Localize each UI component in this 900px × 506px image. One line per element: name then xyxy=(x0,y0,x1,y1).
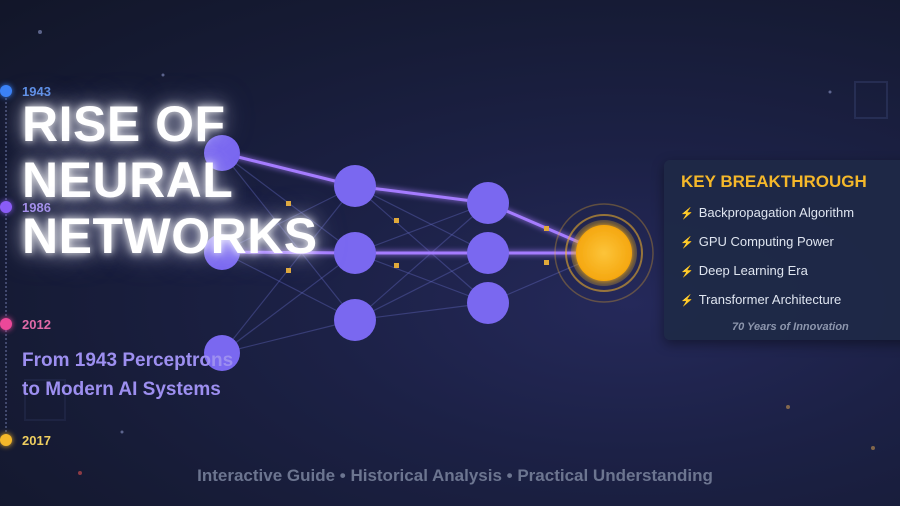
timeline-dot-1943[interactable] xyxy=(0,85,12,97)
subtitle-line-1: From 1943 Perceptrons xyxy=(22,350,234,371)
breakthrough-item: ⚡ GPU Computing Power xyxy=(680,234,834,249)
lightning-icon: ⚡ xyxy=(680,237,694,249)
title-line-1: RISE OF xyxy=(22,96,226,152)
lightning-icon: ⚡ xyxy=(680,295,694,307)
subtitle-line-2: to Modern AI Systems xyxy=(22,379,221,400)
timeline-year-2012: 2012 xyxy=(22,317,51,332)
timeline-year-2017: 2017 xyxy=(22,433,51,448)
timeline-dot-2012[interactable] xyxy=(0,318,12,330)
lightning-icon: ⚡ xyxy=(680,208,694,220)
lightning-icon: ⚡ xyxy=(680,266,694,278)
timeline-track xyxy=(5,95,7,440)
breakthrough-label: Deep Learning Era xyxy=(698,263,808,278)
footer-tagline: Interactive Guide • Historical Analysis … xyxy=(197,466,713,485)
page-title: RISE OF NEURAL NETWORKS xyxy=(22,96,318,264)
panel-footer: 70 Years of Innovation xyxy=(732,321,849,333)
subtitle: From 1943 Perceptrons to Modern AI Syste… xyxy=(22,346,233,404)
breakthrough-item: ⚡ Deep Learning Era xyxy=(680,263,808,278)
title-line-3: NETWORKS xyxy=(22,208,318,264)
timeline-year-1986: 1986 xyxy=(22,200,51,215)
breakthrough-label: GPU Computing Power xyxy=(698,234,834,249)
breakthrough-label: Transformer Architecture xyxy=(698,292,842,307)
panel-title: KEY BREAKTHROUGH xyxy=(681,172,867,191)
title-line-2: NEURAL xyxy=(22,152,234,208)
breakthrough-label: Backpropagation Algorithm xyxy=(698,205,855,220)
breakthrough-item: ⚡ Transformer Architecture xyxy=(680,292,841,307)
key-breakthrough-panel: KEY BREAKTHROUGH ⚡ Backpropagation Algori… xyxy=(664,160,900,340)
breakthrough-item: ⚡ Backpropagation Algorithm xyxy=(680,205,854,220)
timeline-dot-1986[interactable] xyxy=(0,201,12,213)
timeline-year-1943: 1943 xyxy=(22,84,51,99)
timeline-dot-2017[interactable] xyxy=(0,434,12,446)
